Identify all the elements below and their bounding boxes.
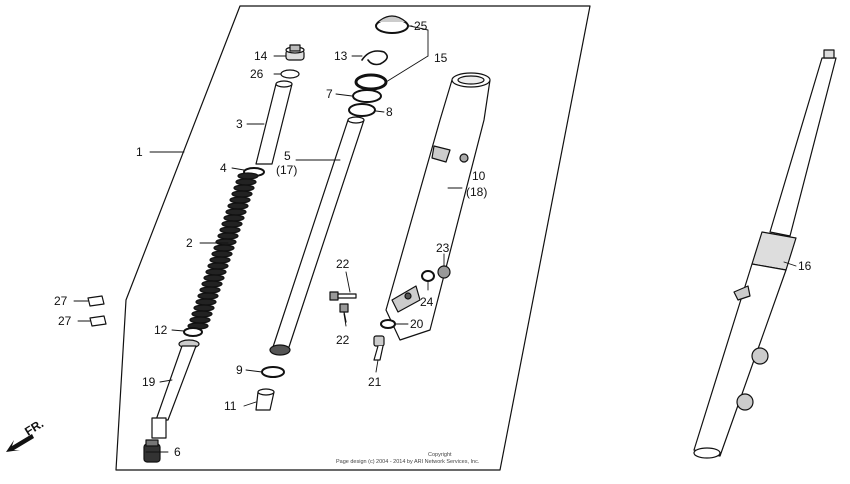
callout-21: 21 (368, 375, 382, 389)
copyright-line-1: Copyright (428, 452, 452, 458)
part-10-fork-slider[interactable] (385, 72, 491, 341)
leader-lines (73, 25, 797, 453)
callout-27-upper: 27 (54, 294, 68, 308)
callout-2: 2 (186, 236, 193, 250)
front-direction-indicator: FR. (6, 416, 46, 452)
spring-coil (189, 316, 211, 324)
callout-22-lower: 22 (336, 333, 350, 347)
part-2-fork-spring[interactable] (187, 172, 259, 330)
front-arrow-icon (6, 434, 34, 452)
spring-coil (235, 178, 257, 186)
part-26-o-ring[interactable] (280, 69, 300, 79)
callout-labels: 1 2 3 4 5 (17) 6 7 8 9 10 (18) 11 12 13 … (54, 19, 812, 459)
part-3-spacer[interactable] (255, 80, 293, 165)
callout-7: 7 (326, 87, 333, 101)
spring-coil (191, 310, 213, 318)
callout-4: 4 (220, 161, 227, 175)
callout-8: 8 (386, 105, 393, 119)
callout-27-lower: 27 (58, 314, 72, 328)
spring-coil (225, 208, 247, 216)
spring-coil (213, 244, 235, 252)
spring-coil (197, 292, 219, 300)
spring-coil (231, 190, 253, 198)
part-13-clip[interactable] (361, 50, 388, 66)
spring-coil (219, 226, 241, 234)
spring-coil (233, 184, 255, 192)
callout-24: 24 (420, 295, 434, 309)
spring-coil (221, 220, 243, 228)
spring-coil (211, 250, 233, 258)
part-22-bolt-lower[interactable] (339, 303, 349, 323)
callout-10-alt: (18) (466, 185, 487, 199)
part-22-bolt-upper[interactable] (329, 291, 357, 301)
part-15-oil-seal[interactable] (354, 73, 388, 91)
spring-coil (195, 298, 217, 306)
callout-6: 6 (174, 445, 181, 459)
part-14-cap-bolt[interactable] (285, 44, 305, 61)
part-11-oil-lock[interactable] (255, 388, 275, 411)
spring-coil (205, 268, 227, 276)
spring-coil (217, 232, 239, 240)
callout-23: 23 (436, 241, 450, 255)
spring-coil (209, 256, 231, 264)
front-label: FR. (22, 416, 46, 438)
part-16-fork-assembly[interactable] (693, 49, 837, 459)
spring-coil (223, 214, 245, 222)
callout-1: 1 (136, 145, 143, 159)
part-9-ring[interactable] (261, 366, 285, 378)
part-5-fork-tube[interactable] (269, 116, 365, 356)
callout-20: 20 (410, 317, 424, 331)
copyright: Copyright Page design (c) 2004 - 2014 by… (336, 452, 480, 465)
callout-3: 3 (236, 117, 243, 131)
part-19-damper-rod[interactable] (151, 339, 200, 439)
spring-coil (215, 238, 237, 246)
callout-22-upper: 22 (336, 257, 350, 271)
part-24-washer[interactable] (421, 270, 435, 282)
part-27-cap-upper[interactable] (87, 295, 105, 307)
part-21-bolt[interactable] (373, 335, 385, 361)
copyright-line-2: Page design (c) 2004 - 2014 by ARI Netwo… (336, 459, 480, 465)
part-25-dust-seal[interactable] (375, 15, 409, 34)
part-20-washer[interactable] (380, 319, 396, 329)
spring-coil (207, 262, 229, 270)
callout-9: 9 (236, 363, 243, 377)
assembly-outline (115, 5, 591, 471)
callout-15: 15 (434, 51, 448, 65)
spring-coil (193, 304, 215, 312)
callout-19: 19 (142, 375, 156, 389)
spring-coil (229, 196, 251, 204)
callout-16: 16 (798, 259, 812, 273)
part-8-bushing[interactable] (348, 103, 376, 117)
callout-12: 12 (154, 323, 168, 337)
callout-13: 13 (334, 49, 348, 63)
part-12-ring[interactable] (183, 327, 203, 337)
part-7-washer[interactable] (352, 89, 382, 103)
callout-5: 5 (284, 149, 291, 163)
part-23-screw[interactable] (437, 265, 451, 279)
callout-10: 10 (472, 169, 486, 183)
callout-11: 11 (224, 399, 237, 413)
part-27-cap-lower[interactable] (89, 315, 107, 327)
spring-coil (237, 172, 259, 180)
callout-5-alt: (17) (276, 163, 297, 177)
part-6-rod-piece[interactable] (143, 439, 161, 463)
spring-coil (199, 286, 221, 294)
spring-coil (201, 280, 223, 288)
callout-25: 25 (414, 19, 428, 33)
callout-26: 26 (250, 67, 264, 81)
spring-coil (227, 202, 249, 210)
spring-coil (203, 274, 225, 282)
callout-14: 14 (254, 49, 268, 63)
